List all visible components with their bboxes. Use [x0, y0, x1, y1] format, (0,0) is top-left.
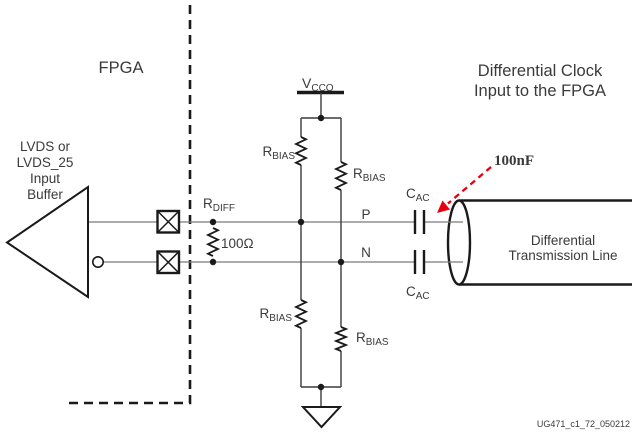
rbias-sub: BIAS: [363, 173, 386, 184]
cac-label-top: CAC: [406, 186, 430, 204]
rdiff-resistor: [205, 227, 221, 257]
transmission-line-label-1: Differential: [531, 233, 595, 248]
rdiff-value-label: 100Ω: [221, 236, 254, 251]
n-signal-label: N: [361, 245, 371, 260]
vcco-label-base: V: [302, 75, 312, 91]
cac-sub: AC: [416, 291, 430, 302]
buffer-caption-line-1: LVDS or: [20, 139, 71, 154]
input-buffer-triangle: [5, 185, 89, 299]
pad-p: [156, 209, 181, 234]
rbias-label-top-left: RBIAS: [262, 144, 295, 162]
cac-label-bottom: CAC: [406, 284, 430, 302]
junction-dot-vcco: [317, 114, 325, 122]
rbias-base: R: [259, 306, 269, 321]
rbias-base: R: [262, 144, 272, 159]
vcco-label: VCCO: [302, 75, 334, 94]
rbias-label-top-right: RBIAS: [353, 166, 386, 184]
title-line-2: Input to the FPGA: [474, 82, 606, 100]
annotation-arrow-head: [437, 200, 450, 213]
rbias-resistor-bottom-right: [333, 326, 349, 352]
annotation-arrow-shaft: [447, 166, 492, 205]
buffer-caption-line-2: LVDS_25: [17, 155, 74, 170]
cac-sub: AC: [416, 193, 430, 204]
rbias-resistor-bottom-left: [293, 299, 309, 329]
rbias-sub: BIAS: [272, 151, 295, 162]
rbias-sub: BIAS: [366, 337, 389, 348]
cap-value-annotation: 100nF: [494, 153, 534, 169]
pad-n: [156, 250, 181, 275]
rbias-base: R: [356, 330, 366, 345]
junction-dot-p-rail: [297, 218, 305, 226]
title-line-1: Differential Clock: [478, 62, 603, 80]
rbias-base: R: [353, 166, 363, 181]
vcco-label-sub: CCO: [311, 83, 333, 94]
figure-reference: UG471_c1_72_050212: [537, 419, 630, 429]
fpga-region-label: FPGA: [99, 59, 144, 77]
rdiff-base: R: [203, 196, 213, 211]
cac-capacitor-n: [413, 250, 426, 274]
cac-base: C: [406, 284, 416, 299]
cac-base: C: [406, 186, 416, 201]
junction-dot-rdiff-bottom: [209, 258, 217, 266]
rdiff-label: RDIFF: [203, 196, 235, 214]
transmission-line-label-2: Transmission Line: [508, 248, 617, 263]
junction-dot-ground: [317, 383, 325, 391]
rbias-resistor-top-right: [333, 161, 349, 191]
buffer-caption-line-3: Input: [30, 171, 60, 186]
inversion-bubble: [92, 255, 105, 268]
rbias-label-bottom-left: RBIAS: [259, 306, 292, 324]
junction-dot-n-rail: [337, 258, 345, 266]
rdiff-sub: DIFF: [213, 203, 235, 214]
junction-dot-rdiff-top: [209, 218, 217, 226]
fpga-boundary-dashed-line: [64, 5, 192, 405]
rbias-resistor-top-left: [293, 136, 309, 166]
rbias-label-bottom-right: RBIAS: [356, 330, 389, 348]
rbias-sub: BIAS: [269, 313, 292, 324]
ground-symbol: [300, 406, 343, 429]
transmission-line-cylinder-end: [446, 199, 472, 286]
buffer-caption-line-4: Buffer: [27, 187, 63, 202]
p-signal-label: P: [361, 207, 370, 222]
cac-capacitor-p: [413, 210, 426, 234]
